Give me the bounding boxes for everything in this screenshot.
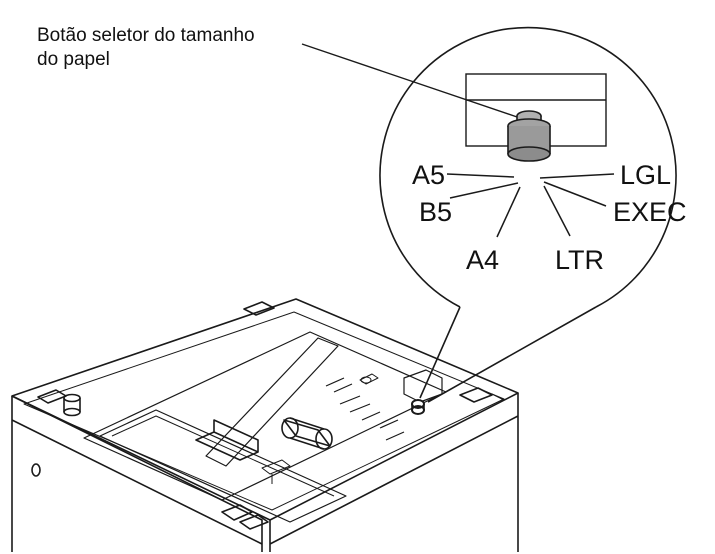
paper-size-selector-knob xyxy=(507,110,551,162)
magnifier-tail xyxy=(419,306,597,403)
caption-leader-line xyxy=(301,43,521,119)
tray-support-arm xyxy=(205,337,339,467)
tray-right-face xyxy=(269,393,519,552)
paper-guide-rail xyxy=(99,409,347,523)
alignment-pin xyxy=(63,393,81,417)
magnifier-callout xyxy=(301,26,677,403)
size-indicator-lines xyxy=(446,173,615,238)
side-paper-guide xyxy=(195,419,259,461)
end-guide-roller xyxy=(281,417,333,450)
size-label-a5: A5 xyxy=(412,160,445,190)
size-label-b5: B5 xyxy=(419,197,452,227)
paper-size-dial-caption: Botão seletor do tamanho do papel xyxy=(37,24,337,72)
caption-line-2: do papel xyxy=(37,49,110,70)
paper-tray-unit xyxy=(11,298,519,552)
tray-handle-hole xyxy=(31,463,41,477)
size-label-a4: A4 xyxy=(466,245,499,275)
size-label-ltr: LTR xyxy=(555,245,604,275)
paper-size-dial-on-tray xyxy=(411,399,425,415)
tray-top-surface xyxy=(11,298,519,521)
magnifier-circle xyxy=(379,26,677,308)
size-label-lgl: LGL xyxy=(620,160,671,190)
caption-line-1: Botão seletor do tamanho xyxy=(37,25,255,46)
tray-front-face xyxy=(11,395,263,552)
size-label-exec: EXEC xyxy=(613,197,687,227)
